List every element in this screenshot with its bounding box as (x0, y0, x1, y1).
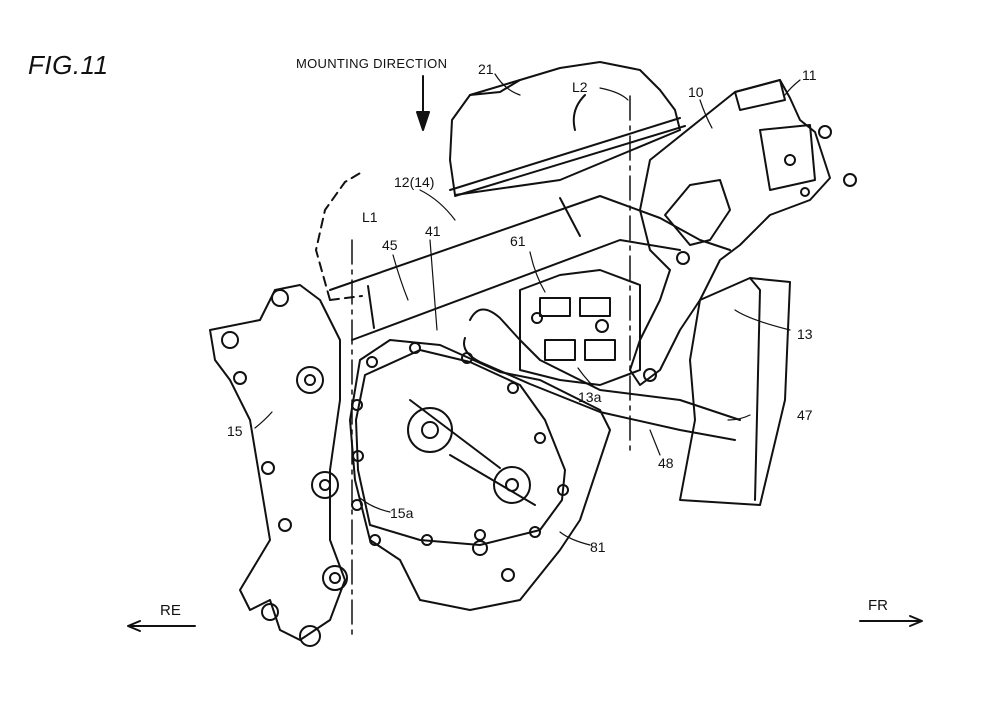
frame-bolts (472, 125, 857, 582)
label-15a: 15a (390, 505, 414, 521)
label-13a: 13a (578, 389, 602, 405)
label-41: 41 (425, 223, 441, 239)
main-frame-12 (329, 195, 731, 341)
label-61: 61 (510, 233, 526, 249)
front-direction-arrow (859, 615, 923, 627)
mounting-direction-arrow (416, 75, 430, 131)
leader-lines (254, 73, 801, 546)
radiator-47 (679, 277, 791, 506)
rear-direction-arrow (127, 620, 196, 632)
label-L1: L1 (362, 209, 378, 225)
label-47: 47 (797, 407, 813, 423)
rear-frame-15 (209, 284, 348, 647)
cover-45 (355, 349, 566, 546)
cover-bolts (351, 342, 569, 546)
direction-front-label: FR (868, 597, 888, 614)
component-21-air-box (449, 61, 686, 197)
label-10: 10 (688, 84, 704, 100)
hose-48 (463, 308, 741, 441)
label-15: 15 (227, 423, 243, 439)
direction-rear-label: RE (160, 602, 181, 619)
label-12-14: 12(14) (394, 174, 435, 190)
head-pipe-bracket-11 (629, 79, 831, 386)
label-21: 21 (478, 61, 494, 77)
figure-title: FIG.11 (28, 50, 109, 80)
label-L2: L2 (572, 79, 588, 95)
label-13: 13 (797, 326, 813, 342)
label-48: 48 (658, 455, 674, 471)
label-81: 81 (590, 539, 606, 555)
mounting-direction-label: MOUNTING DIRECTION (296, 56, 448, 71)
component-61 (519, 269, 641, 386)
label-11: 11 (802, 67, 817, 83)
engine-crankcase (349, 339, 611, 611)
dashed-rear-outline (315, 171, 363, 301)
label-45: 45 (382, 237, 398, 253)
